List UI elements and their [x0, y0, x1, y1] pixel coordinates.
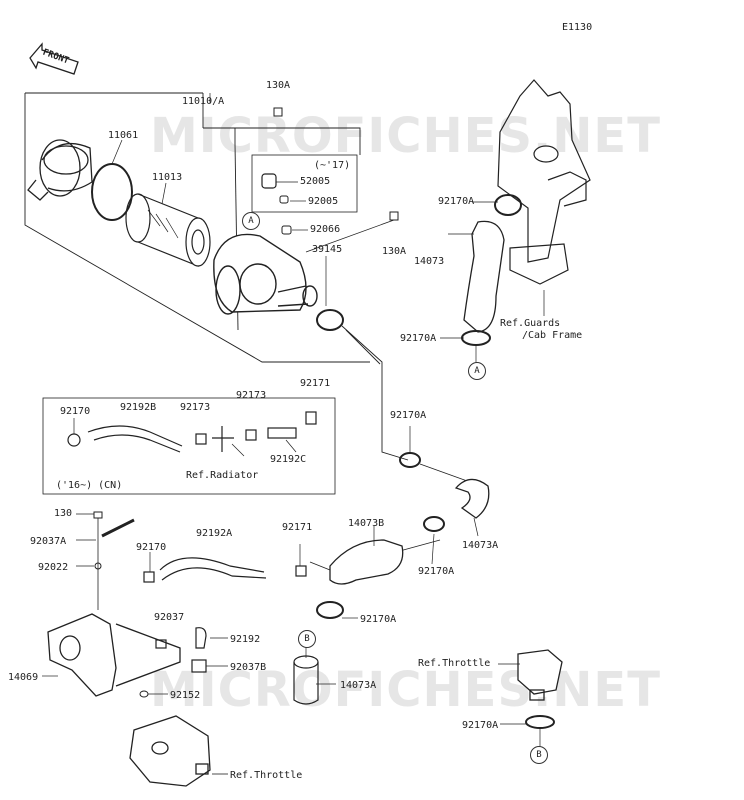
intake-pipe-right — [497, 79, 591, 285]
part-label: 92170A — [418, 566, 455, 577]
cn-box — [42, 397, 336, 495]
part-label: 92037B — [230, 662, 267, 673]
part-label: 11061 — [108, 130, 139, 141]
part-label: 130 — [54, 508, 73, 519]
bolt-130a-right — [305, 211, 399, 253]
elbow-14073a — [454, 478, 490, 519]
clamp-92170a-upper — [494, 194, 522, 216]
part-52005 — [261, 173, 277, 189]
part-label: 92170A — [360, 614, 397, 625]
part-label: 11013 — [152, 172, 183, 183]
washer-92152 — [139, 690, 149, 698]
note-until-17: (~'17) — [314, 160, 351, 171]
part-92005 — [279, 195, 289, 204]
duct-lines — [309, 325, 471, 571]
part-label: 92171 — [300, 378, 331, 389]
part-label: 92152 — [170, 690, 201, 701]
part-label: 92171 — [282, 522, 313, 533]
note-16-cn: ('16~) (CN) — [56, 480, 123, 491]
part-92066 — [281, 225, 292, 235]
part-label: 92170 — [136, 542, 167, 553]
part-label: 92066 — [310, 224, 341, 235]
duct-14073a-b — [293, 655, 319, 705]
part-label: 14073 — [414, 256, 445, 267]
marker-a-hose: A — [468, 362, 486, 380]
clamp-92170a-mid — [399, 452, 421, 468]
part-label: 92170A — [390, 410, 427, 421]
bolt-130 — [93, 511, 103, 519]
clamp-92170a-below — [316, 601, 344, 619]
marker-b-throttle: B — [530, 746, 548, 764]
part-92037b — [191, 659, 207, 673]
part-label: 92037 — [154, 612, 185, 623]
leader-lines — [42, 93, 545, 746]
part-label: 92173 — [236, 390, 267, 401]
part-label: 14073B — [348, 518, 385, 529]
until-17-box — [251, 154, 358, 213]
throttle-body — [129, 715, 228, 787]
part-label: 92192C — [270, 454, 307, 465]
bracket-92037a — [101, 518, 135, 538]
clamp-92170a-14073b — [423, 516, 445, 532]
part-label: 14073A — [462, 540, 499, 551]
marker-a-body: A — [242, 212, 260, 230]
front-arrow-icon — [29, 42, 79, 75]
part-label: 130A — [382, 246, 407, 257]
watermark-bottom: MICROFICHES.NET — [150, 662, 661, 718]
marker-b-duct: B — [298, 630, 316, 648]
cn-hose-group — [67, 411, 317, 453]
part-label: 14069 — [8, 672, 39, 683]
ref-cab-frame: /Cab Frame — [522, 330, 583, 341]
part-label: 92022 — [38, 562, 69, 573]
throttle-right — [517, 649, 563, 701]
ref-radiator: Ref.Radiator — [186, 470, 259, 481]
filter-element — [125, 193, 211, 267]
intake-duct — [27, 139, 93, 201]
part-label: 14073A — [340, 680, 377, 691]
housing-14069 — [47, 613, 181, 697]
part-label: 92037A — [30, 536, 67, 547]
part-label: 92005 — [308, 196, 339, 207]
part-label: 39145 — [312, 244, 343, 255]
ref-throttle-bottom: Ref.Throttle — [230, 770, 303, 781]
part-92037 — [155, 639, 167, 649]
part-label: 92192 — [230, 634, 261, 645]
ref-throttle-right: Ref.Throttle — [418, 658, 491, 669]
part-label: 52005 — [300, 176, 331, 187]
part-label: 92173 — [180, 402, 211, 413]
ref-guards: Ref.Guards — [500, 318, 561, 329]
air-cleaner-body — [213, 233, 318, 315]
part-label: 92170A — [462, 720, 499, 731]
duct-14073b — [329, 539, 404, 585]
part-92192 — [195, 627, 207, 649]
part-label: 11010/A — [182, 96, 225, 107]
part-label: 92192A — [196, 528, 233, 539]
part-label: 92170A — [438, 196, 475, 207]
clamp-92170a-right — [525, 715, 555, 729]
clip-92171 — [295, 565, 307, 577]
clip-92170-left — [143, 571, 155, 583]
part-label: 92192B — [120, 402, 157, 413]
part-label: 130A — [266, 80, 291, 91]
diagram-id: E1130 — [562, 22, 593, 33]
clamp-39145 — [316, 309, 344, 331]
part-label: 92170 — [60, 406, 91, 417]
bolt-130a-top — [273, 107, 283, 117]
hose-14073 — [463, 220, 505, 333]
clamp-92170a-lower — [461, 330, 491, 346]
part-label: 92170A — [400, 333, 437, 344]
hose-92192a — [159, 557, 267, 581]
